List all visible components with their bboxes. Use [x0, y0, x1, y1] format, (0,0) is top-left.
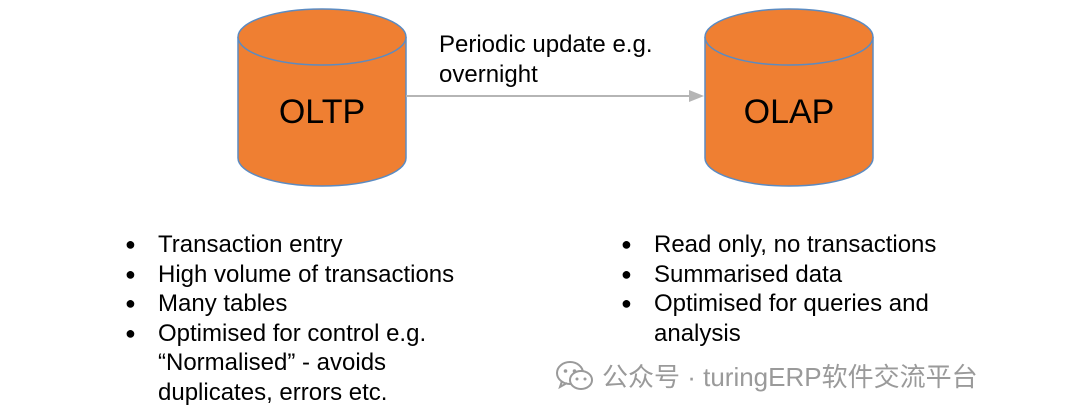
- list-item: Optimised for queries and analysis: [621, 289, 981, 348]
- olap-cylinder: [704, 8, 874, 187]
- list-item: Summarised data: [621, 260, 981, 290]
- olap-bullet-list: Read only, no transactions Summarised da…: [621, 230, 981, 348]
- watermark: 公众号 · turingERP软件交流平台: [556, 357, 978, 394]
- list-item: Transaction entry: [125, 230, 495, 260]
- wechat-icon: [556, 360, 593, 390]
- olap-label: OLAP: [743, 93, 835, 131]
- list-item: High volume of transactions: [125, 260, 495, 290]
- update-arrow: [406, 90, 704, 102]
- list-item: Optimised for control e.g. “Normalised” …: [125, 319, 495, 408]
- oltp-label: OLTP: [278, 93, 366, 131]
- oltp-cylinder: [237, 8, 407, 187]
- list-item: Read only, no transactions: [621, 230, 981, 260]
- watermark-text: 公众号 · turingERP软件交流平台: [602, 362, 978, 392]
- list-item: Many tables: [125, 289, 495, 319]
- oltp-bullet-list: Transaction entry High volume of transac…: [125, 230, 495, 407]
- arrow-label: Periodic update e.g. overnight: [439, 31, 653, 88]
